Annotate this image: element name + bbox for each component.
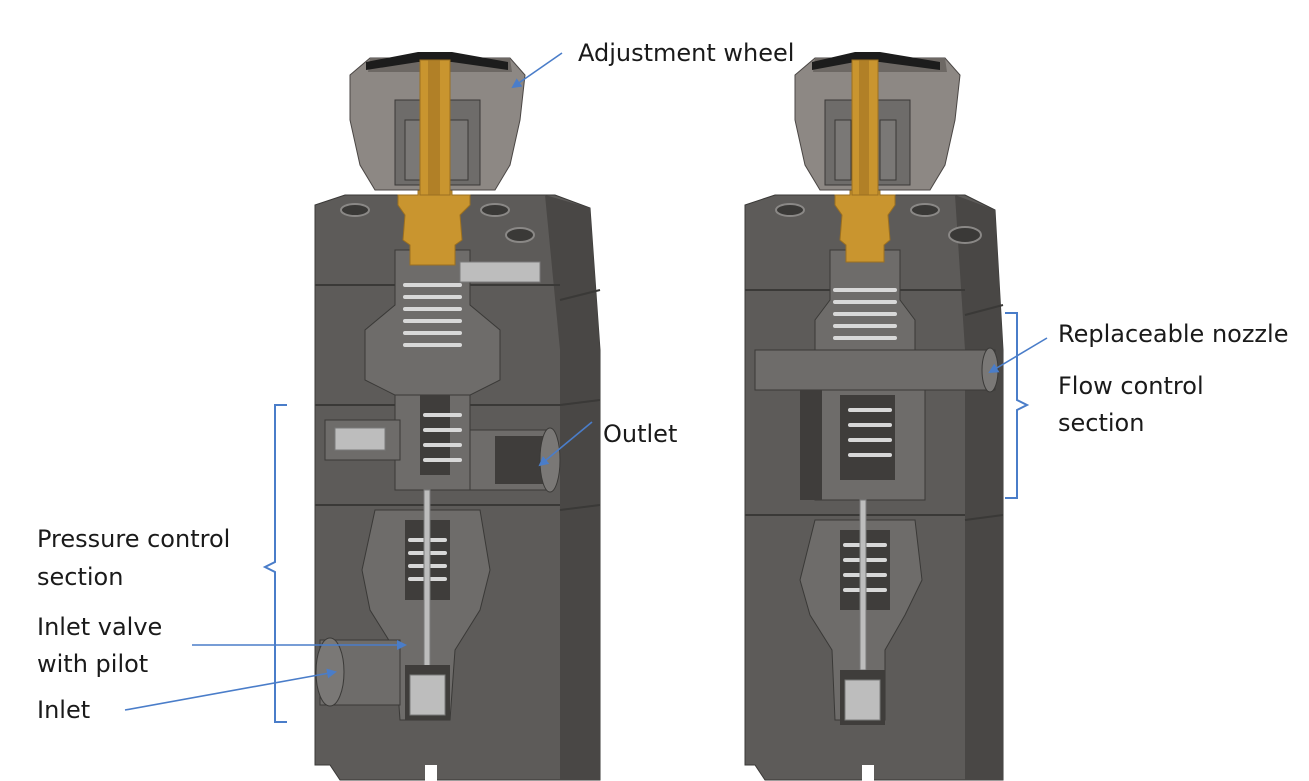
flow-control-bracket [1005,312,1030,499]
label-pressure-control-1: Pressure control [37,525,231,553]
label-adjustment-wheel: Adjustment wheel [578,39,795,67]
pressure-control-bracket [262,404,287,723]
label-inlet: Inlet [37,696,91,724]
inlet-arrow [124,668,337,711]
adjustment-wheel-arrow [511,52,563,89]
left-regulator-cutaway [314,52,601,781]
left-body-side [545,195,600,780]
label-replaceable-nozzle: Replaceable nozzle [1058,320,1289,348]
right-body-side [955,195,1003,780]
label-inlet-valve-1: Inlet valve [37,613,163,641]
right-flow-channel [754,349,996,391]
replaceable-nozzle-arrow [988,337,1048,374]
label-pressure-control-2: section [37,563,124,591]
outlet-arrow [538,421,593,467]
right-regulator-cutaway [744,52,1004,781]
label-flow-control-1: Flow control [1058,372,1204,400]
label-flow-control-2: section [1058,409,1145,437]
label-outlet: Outlet [603,420,678,448]
label-inlet-valve-2: with pilot [37,650,149,678]
